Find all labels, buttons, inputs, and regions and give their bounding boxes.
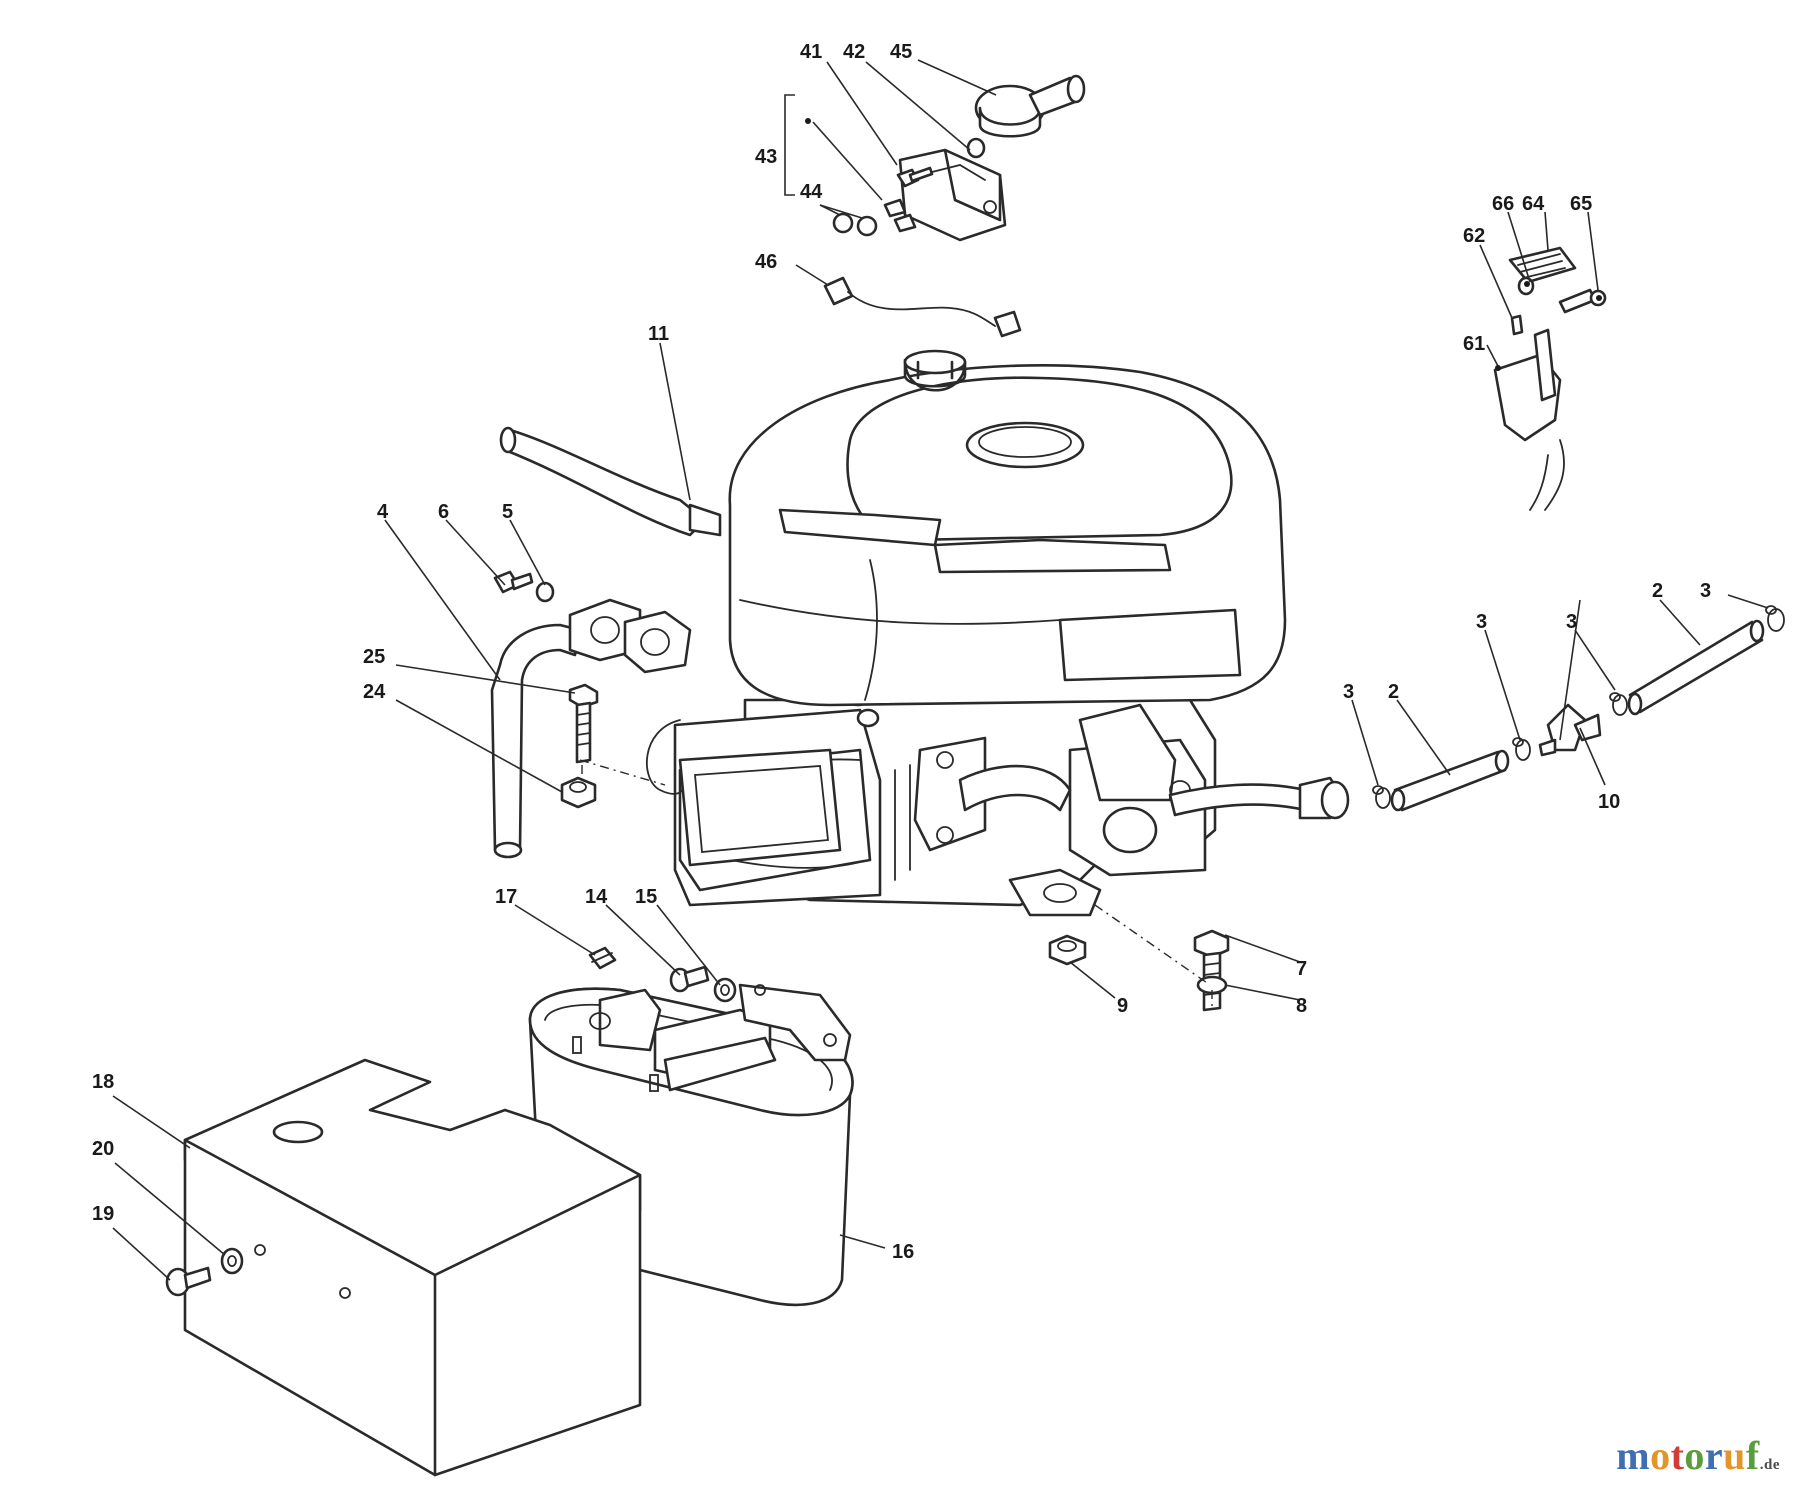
callout-7: 7: [1296, 958, 1307, 980]
callout-62: 62: [1463, 225, 1485, 247]
callout-64: 64: [1522, 193, 1545, 215]
callout-19: 19: [92, 1203, 114, 1225]
callout-8: 8: [1296, 995, 1307, 1017]
brand-logo-word: motoruf: [1616, 1433, 1760, 1478]
callout-15: 15: [635, 886, 657, 908]
brand-logo-letter: r: [1704, 1433, 1724, 1478]
callout-46: 46: [755, 251, 777, 273]
heat-shield: [165, 1058, 642, 1477]
callout-61: 61: [1463, 333, 1485, 355]
callout-9: 9: [1117, 995, 1128, 1017]
callout-20: 20: [92, 1138, 114, 1160]
callout-3d: 3: [1700, 580, 1711, 602]
brand-logo-suffix: .de: [1759, 1457, 1780, 1473]
brand-logo: motoruf.de: [1616, 1432, 1780, 1479]
fuel-line-assembly: [1298, 605, 1785, 820]
callout-2a: 2: [1388, 681, 1399, 703]
callout-11: 11: [648, 323, 669, 345]
callout-16: 16: [892, 1241, 914, 1263]
throttle-control-assembly: [1493, 246, 1607, 511]
brand-logo-letter: o: [1650, 1433, 1671, 1478]
bolts-7-8-9: [1048, 904, 1230, 1012]
brand-logo-letter: u: [1723, 1433, 1746, 1478]
callout-3a: 3: [1343, 681, 1354, 703]
callout-18: 18: [92, 1071, 114, 1093]
callout-41: 41: [800, 41, 822, 63]
brand-logo-letter: o: [1684, 1433, 1705, 1478]
callout-2b: 2: [1652, 580, 1663, 602]
callout-66: 66: [1492, 193, 1514, 215]
brand-logo-letter: m: [1616, 1433, 1651, 1478]
bolts-24-25: [560, 683, 666, 809]
callout-65: 65: [1570, 193, 1592, 215]
brand-logo-letter: f: [1745, 1433, 1760, 1478]
callout-14: 14: [585, 886, 608, 908]
engine-assembly: [646, 349, 1307, 917]
callout-5: 5: [502, 501, 513, 523]
callout-3b: 3: [1476, 611, 1487, 633]
callout-45: 45: [890, 41, 912, 63]
callout-6: 6: [438, 501, 449, 523]
callout-3c: 3: [1566, 611, 1577, 633]
dot-markers: [805, 118, 1602, 371]
brand-logo-letter: t: [1670, 1433, 1685, 1478]
callout-43: 43: [755, 146, 777, 168]
callout-17: 17: [495, 886, 517, 908]
callout-4: 4: [377, 501, 389, 523]
callout-labels: 41 42 45 43 44 46 66 64 65 62 61 11 4 6 …: [92, 41, 1711, 1263]
exhaust-pipe: [490, 570, 692, 859]
callout-42: 42: [843, 41, 865, 63]
leader-lines: [112, 59, 1769, 1281]
callout-10: 10: [1598, 791, 1620, 813]
callout-24: 24: [363, 681, 386, 703]
hose-11: [499, 426, 722, 537]
callout-25: 25: [363, 646, 385, 668]
callout-44: 44: [800, 181, 823, 203]
solenoid-assembly: [823, 74, 1086, 338]
